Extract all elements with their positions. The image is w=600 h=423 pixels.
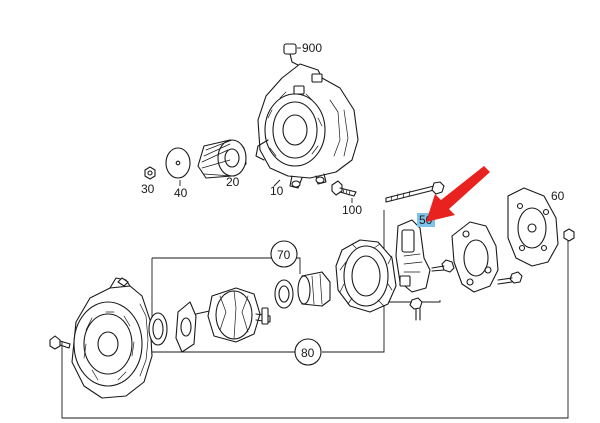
callout-20[interactable]: 20: [226, 175, 240, 189]
rectifier-screw[interactable]: [497, 271, 523, 285]
callout-60[interactable]: 60: [551, 189, 565, 203]
callout-70-circle: [270, 240, 298, 268]
callout-900[interactable]: 900: [302, 41, 322, 55]
part-100-bolt[interactable]: [331, 180, 357, 197]
callout-80-circle: [294, 338, 322, 366]
part-60-rear-cover[interactable]: [507, 187, 559, 267]
part-50-regulator[interactable]: [395, 219, 431, 293]
callout-100[interactable]: 100: [342, 203, 362, 217]
nut-right[interactable]: [563, 228, 575, 242]
regulator-mount-screw[interactable]: [431, 259, 455, 273]
part-bearing[interactable]: [148, 312, 168, 346]
regulator-long-screw[interactable]: [385, 181, 445, 203]
regulator-lower-screw[interactable]: [409, 297, 423, 321]
part-rectifier[interactable]: [451, 221, 499, 293]
bolt-bottom-left[interactable]: [49, 335, 71, 350]
part-20-pulley[interactable]: [197, 139, 247, 179]
red-arrow-pointer: [426, 166, 490, 222]
callout-80[interactable]: 80: [301, 346, 315, 360]
part-slip-ring-cone[interactable]: [297, 271, 331, 307]
part-30-nut[interactable]: [144, 166, 156, 180]
part-stator[interactable]: [335, 239, 397, 313]
part-front-housing[interactable]: [71, 277, 153, 399]
part-retaining-plate[interactable]: [175, 301, 197, 353]
part-10-alternator-housing[interactable]: [255, 63, 359, 189]
part-rotor[interactable]: [195, 287, 271, 343]
callout-70[interactable]: 70: [277, 248, 291, 262]
leader-10: [273, 179, 281, 187]
part-rear-bearing[interactable]: [274, 279, 294, 309]
callout-40[interactable]: 40: [174, 186, 188, 200]
part-40-cover-disc[interactable]: [165, 147, 191, 179]
part-900-connector[interactable]: [283, 43, 301, 67]
callout-10[interactable]: 10: [270, 184, 284, 198]
callout-30[interactable]: 30: [141, 182, 155, 196]
